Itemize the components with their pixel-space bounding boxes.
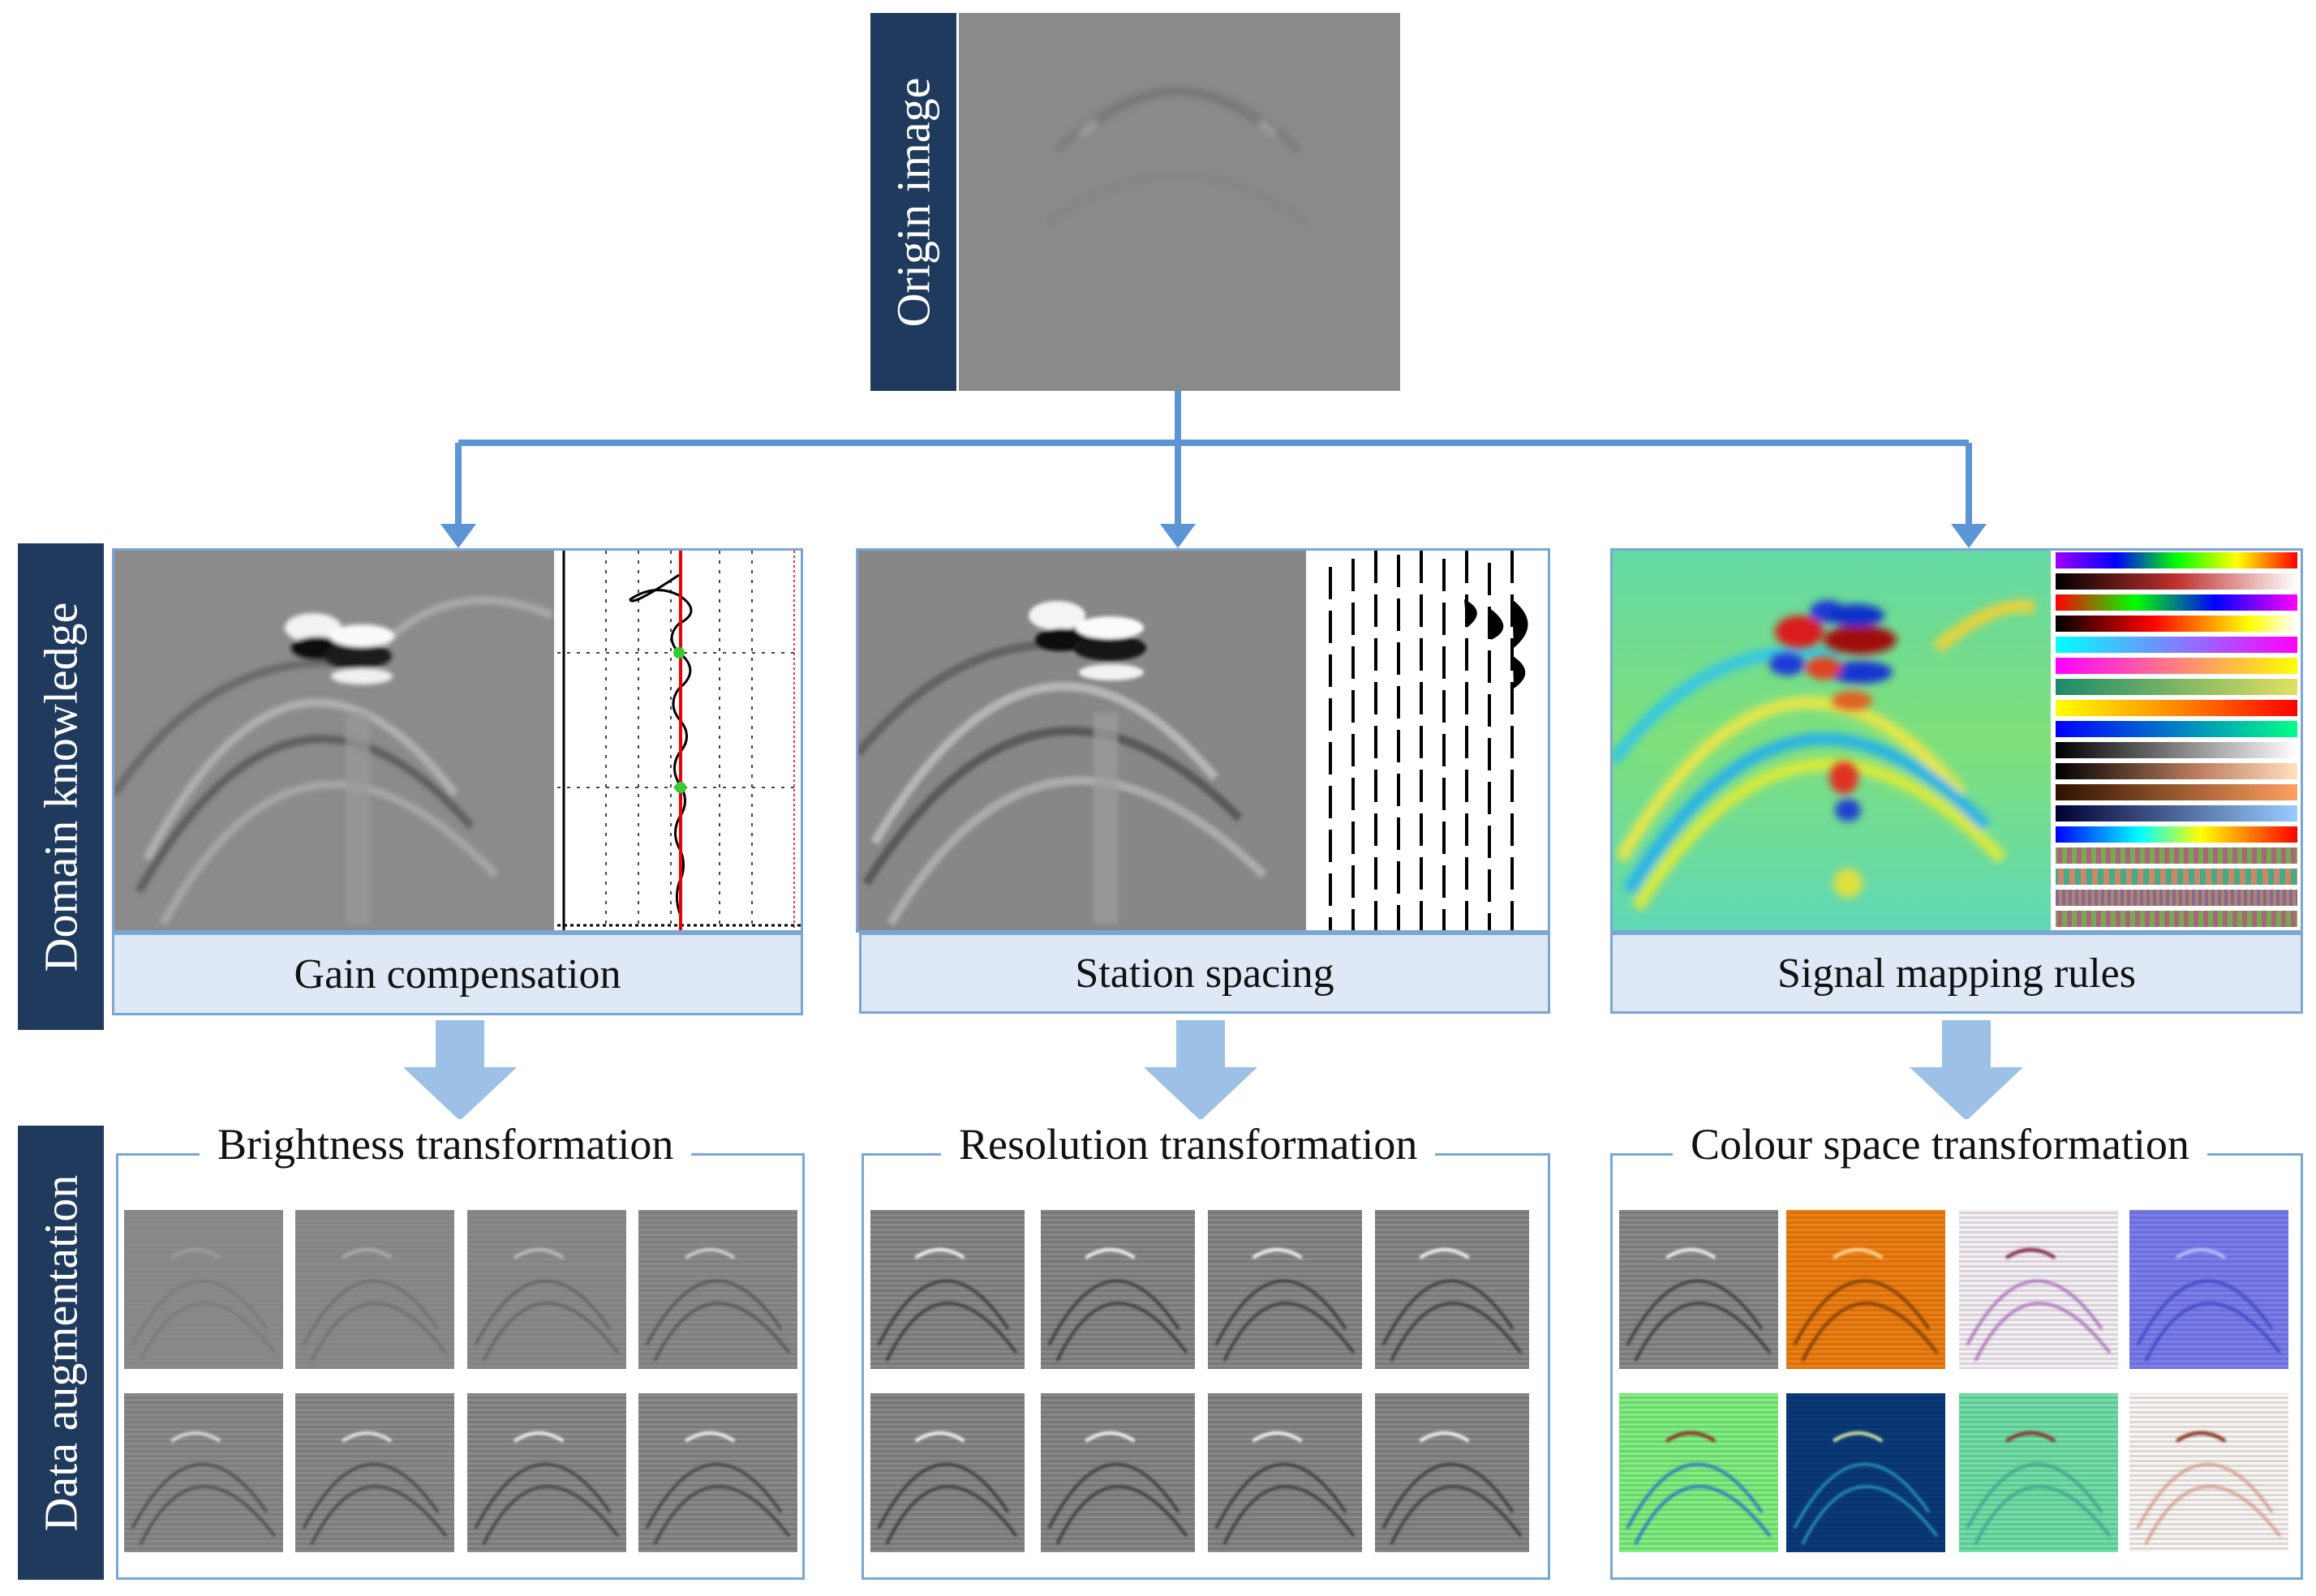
colour-thumbnail [1619,1210,1778,1369]
resolution-thumbnail [1041,1393,1195,1552]
block-arrow-2 [1144,1020,1257,1121]
brightness-thumbnail [295,1210,454,1369]
station-gpr-image [858,551,1306,930]
colour-thumbnail [1959,1210,2118,1369]
connector-arrowheads [440,524,1987,548]
colour-thumbnail [1786,1210,1945,1369]
brightness-thumbnail [124,1210,283,1369]
signal-mapping-panel [1610,548,2303,933]
gain-curve-plot [557,551,801,930]
jet-colormap-gpr-image [1613,551,2051,930]
brightness-thumbnail [124,1393,283,1552]
signal-mapping-text: Signal mapping rules [1777,950,2136,997]
gain-gpr-image [114,551,554,930]
tree-connector-lines [455,391,1972,527]
origin-label: Origin image [870,13,956,391]
gain-compensation-caption: Gain compensation [112,933,803,1015]
gain-compensation-panel [112,548,803,933]
resolution-thumbnail [870,1210,1025,1369]
colour-thumbnail [1619,1393,1778,1552]
colour-thumbnail [1786,1393,1945,1552]
signal-mapping-caption: Signal mapping rules [1610,933,2303,1014]
station-spacing-text: Station spacing [1075,950,1334,997]
block-arrows [403,1020,2023,1121]
block-arrow-1 [403,1020,517,1121]
gain-compensation-text: Gain compensation [294,950,621,998]
resolution-thumbnail [1041,1210,1195,1369]
domain-knowledge-label: Domain knowledge [18,543,104,1030]
station-trace-plot [1306,551,1548,930]
station-spacing-panel [856,548,1550,933]
brightness-thumbnail [467,1210,626,1369]
colour-thumbnail [2129,1210,2288,1369]
brightness-thumbnail [295,1393,454,1552]
station-spacing-caption: Station spacing [859,933,1550,1014]
colour-space-title: Colour space transformation [1673,1119,2207,1169]
block-arrow-3 [1910,1020,2023,1121]
colormap-swatch-strip [2052,551,2301,930]
brightness-title: Brightness transformation [200,1119,692,1169]
resolution-thumbnail [1208,1210,1362,1369]
resolution-title: Resolution transformation [941,1119,1436,1169]
resolution-thumbnail [1208,1393,1362,1552]
colour-thumbnail [1959,1393,2118,1552]
colour-thumbnail [2129,1393,2288,1552]
brightness-thumbnail [467,1393,626,1552]
resolution-thumbnail [1375,1210,1529,1369]
brightness-thumbnail [638,1393,797,1552]
origin-gpr-image [959,13,1400,391]
resolution-thumbnail [1375,1393,1529,1552]
data-augmentation-label: Data augmentation [18,1126,104,1580]
resolution-thumbnail [870,1393,1025,1552]
brightness-thumbnail [638,1210,797,1369]
